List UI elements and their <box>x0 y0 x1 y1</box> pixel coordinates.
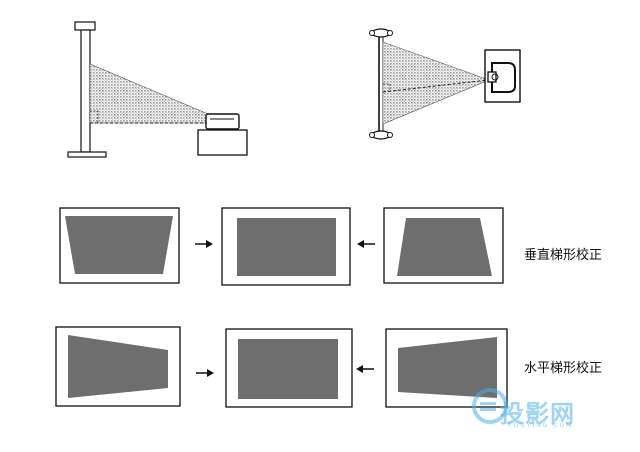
watermark-text: 投影网 <box>500 400 575 428</box>
projector-lens-ring <box>491 73 499 81</box>
projection-beam <box>89 63 216 124</box>
screen-top-knob-right <box>387 30 393 36</box>
projector-body <box>205 113 240 130</box>
vertical-keystone-row <box>59 207 504 286</box>
distorted-image-wide-bottom <box>397 218 492 276</box>
screen-top-knob-left <box>369 30 375 36</box>
side-view-projection <box>67 21 248 158</box>
screen-bottom-knob-left <box>369 132 375 138</box>
projector-body <box>491 62 516 93</box>
horizontal-keystone-row <box>55 326 508 408</box>
arrow-left-icon <box>356 365 374 373</box>
screen-pole <box>80 29 91 153</box>
vertical-keystone-label: 垂直梯形校正 <box>524 248 603 263</box>
ceiling-view-projection <box>369 28 521 140</box>
corrected-image <box>238 339 338 399</box>
distorted-image-tall-left <box>68 335 168 398</box>
screen-top-cap <box>74 21 96 31</box>
right-angle-mark <box>383 83 391 92</box>
projection-beam <box>382 41 490 125</box>
corrected-image <box>237 218 336 276</box>
horizontal-keystone-label: 水平梯形校正 <box>524 361 603 376</box>
screen-base <box>67 151 107 158</box>
arrow-left-icon <box>357 240 375 248</box>
distorted-image-tall-right <box>398 337 497 398</box>
screen-bottom-knob-right <box>387 132 393 138</box>
watermark-subtext: TOUYING.COM <box>508 422 574 429</box>
distorted-image-wide-top <box>65 216 173 274</box>
optical-axis <box>382 79 489 93</box>
projector-table <box>197 129 248 156</box>
watermark-logo-icon <box>472 388 508 424</box>
arrow-right-icon <box>196 369 214 377</box>
arrow-right-icon <box>195 240 213 248</box>
right-angle-mark <box>90 110 99 123</box>
